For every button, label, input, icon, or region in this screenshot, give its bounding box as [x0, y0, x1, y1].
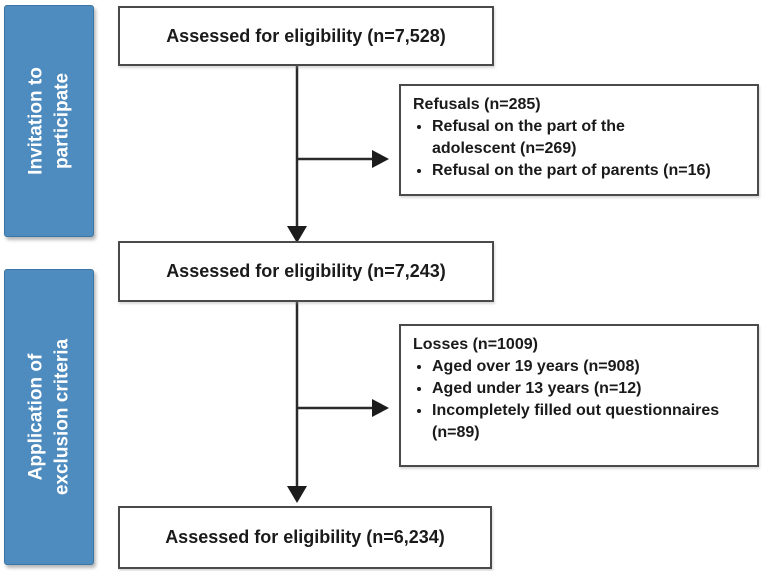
branch-item: Refusal on the part of parents (n=16): [432, 160, 753, 182]
stage-label-invitation-to-participate: Invitation to participate: [4, 5, 94, 237]
flow-box-label: Assessed for eligibility (n=7,243): [166, 261, 446, 281]
branch-item: Aged over 19 years (n=908): [432, 356, 753, 378]
branch-title: Refusals (n=285): [413, 96, 541, 113]
arrow-head-right-2: [372, 399, 389, 417]
branch-item-list: Aged over 19 years (n=908) Aged under 13…: [413, 356, 753, 444]
flow-box-assessed-7528: Assessed for eligibility (n=7,528): [118, 6, 494, 66]
arrow-head-down-1: [287, 226, 307, 243]
arrow-head-right-1: [372, 150, 389, 168]
branch-item: Incompletely filled out questionnaires (…: [432, 400, 753, 444]
branch-item: Refusal on the part of the adolescent (n…: [432, 116, 753, 160]
arrow-head-down-2: [287, 486, 307, 503]
stage-label-text: Invitation to participate: [25, 67, 72, 175]
flow-box-label: Assessed for eligibility (n=6,234): [165, 527, 445, 547]
flow-box-assessed-6234: Assessed for eligibility (n=6,234): [118, 506, 492, 569]
branch-item-list: Refusal on the part of the adolescent (n…: [413, 116, 753, 182]
branch-title: Losses (n=1009): [413, 336, 538, 353]
branch-item: Aged under 13 years (n=12): [432, 378, 753, 400]
stage-label-text: Application of exclusion criteria: [25, 338, 72, 496]
branch-box-refusals: Refusals (n=285) Refusal on the part of …: [399, 84, 759, 196]
branch-box-losses: Losses (n=1009) Aged over 19 years (n=90…: [399, 324, 759, 467]
flow-box-assessed-7243: Assessed for eligibility (n=7,243): [118, 241, 494, 302]
stage-label-application-of-exclusion-criteria: Application of exclusion criteria: [4, 269, 94, 565]
flow-box-label: Assessed for eligibility (n=7,528): [166, 25, 446, 46]
